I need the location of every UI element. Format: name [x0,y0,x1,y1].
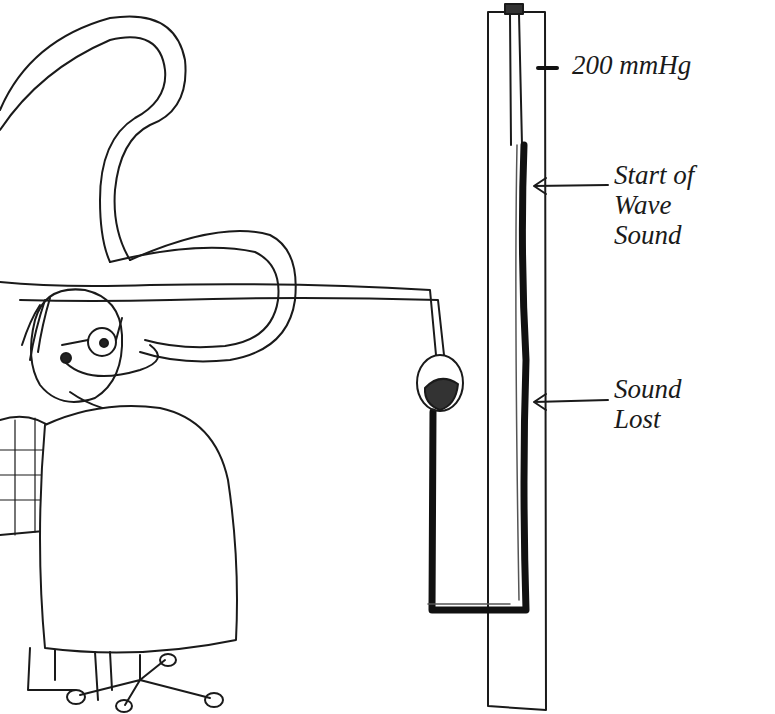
leader-arrow [534,394,608,410]
cuff-hose [0,282,436,355]
annotation-label: Sound Lost [614,374,724,434]
chair-wheel [67,690,85,704]
ear-piece [61,353,71,363]
stethoscope-tube [0,37,165,262]
glass-tube [510,14,522,145]
annotation-label: Start of Wave Sound [614,160,724,250]
chair-wheel [160,654,176,666]
hair [22,298,50,360]
stethoscope-tube [0,16,186,260]
eye-glasses [88,328,116,356]
chair-wheel [116,700,132,712]
chair-base [80,655,210,705]
cuff-hose [20,298,444,355]
leader-arrow [534,178,608,194]
chair-wheel [205,693,223,707]
mercury-column [432,145,526,610]
bulb-shading [425,379,458,410]
annotation-label: 200 mmHg [572,50,762,80]
stethoscope-headset [66,345,158,376]
tube-cap [505,4,523,14]
scale-tick [538,66,557,70]
person-head [31,289,122,402]
glasses-arm [62,318,122,345]
inflation-bulb [417,355,463,411]
chair-back [40,406,237,652]
eye [100,339,108,347]
tube-outline [428,145,519,604]
manometer-board [488,12,546,710]
stethoscope-tube [110,248,279,347]
